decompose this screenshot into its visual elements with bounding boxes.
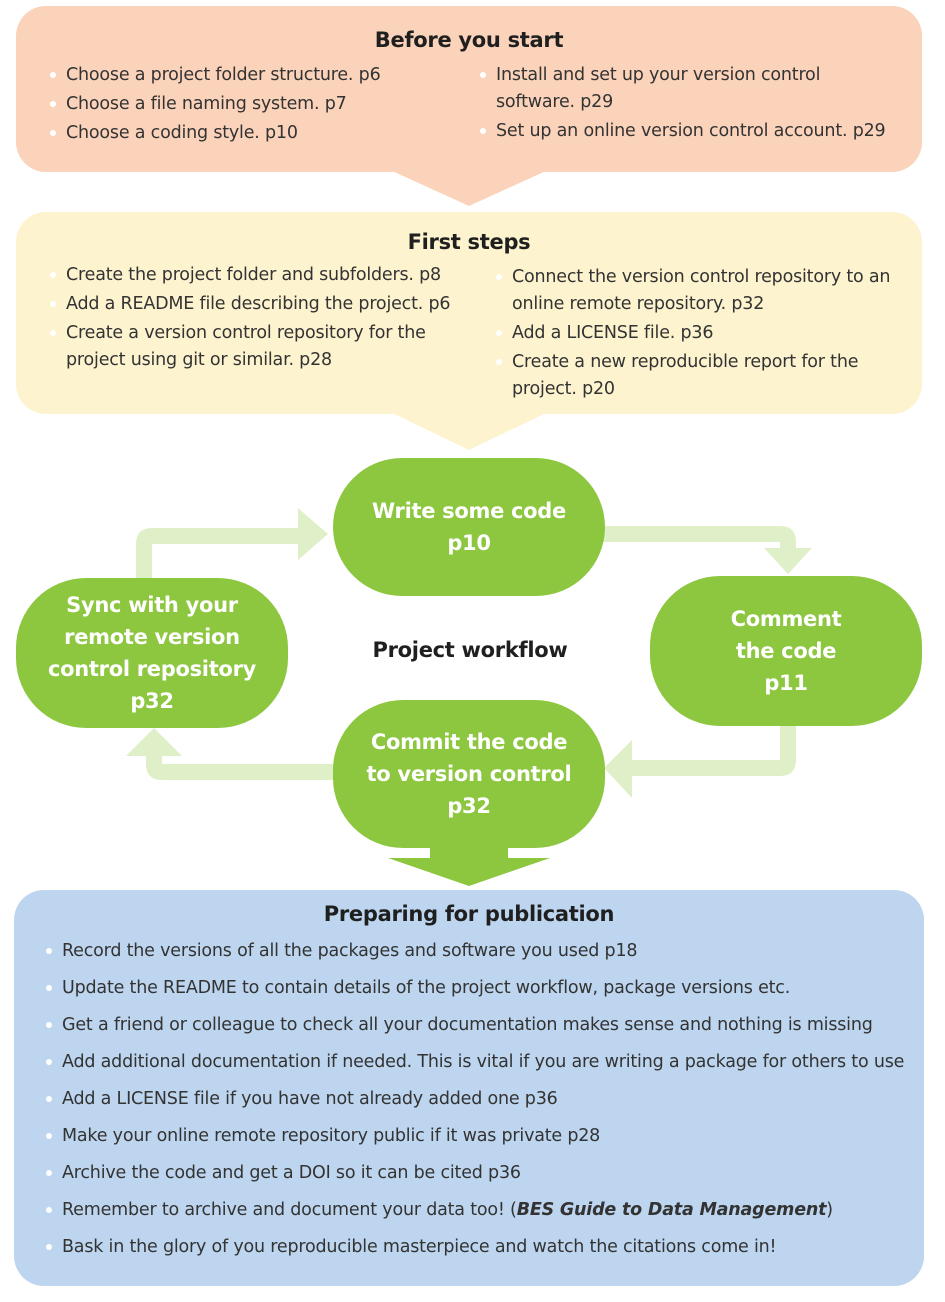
- before-you-start-panel: Before you start Choose a project folder…: [16, 6, 922, 172]
- bes-guide-reference: BES Guide to Data Management: [516, 1200, 827, 1220]
- write-code-node: Write some code p10: [333, 458, 605, 596]
- node-page-ref: p11: [764, 671, 808, 695]
- comment-code-node: Comment the code p11: [650, 576, 922, 726]
- arrow-sync-to-write: [136, 508, 328, 580]
- node-line: Sync with your: [66, 593, 238, 617]
- node-line: Commit the code: [370, 730, 568, 754]
- node-page-ref: p32: [130, 689, 174, 713]
- arrow-comment-to-commit: [604, 726, 796, 798]
- node-line: remote version: [64, 625, 240, 649]
- publication-list: Record the versions of all the packages …: [44, 938, 914, 1261]
- node-line: Write some code: [372, 499, 566, 523]
- before-right-list: Install and set up your version control …: [478, 62, 898, 145]
- before-you-start-title: Before you start: [374, 28, 564, 52]
- before-left-list: Choose a project folder structure. p6 Ch…: [48, 62, 458, 147]
- node-line: to version control: [366, 762, 572, 786]
- list-item: Add a README file describing the project…: [48, 291, 468, 318]
- first-steps-panel: First steps Create the project folder an…: [16, 212, 922, 414]
- arrow-before-to-first: [390, 170, 548, 206]
- remember-text: Remember to archive and document your da…: [62, 1200, 517, 1220]
- first-left-list: Create the project folder and subfolders…: [48, 262, 468, 374]
- list-item: Connect the version control repository t…: [494, 264, 904, 318]
- list-item: Record the versions of all the packages …: [44, 938, 914, 965]
- list-item: Set up an online version control account…: [478, 118, 898, 145]
- list-item: Choose a project folder structure. p6: [48, 62, 458, 89]
- arrow-commit-to-publication: [388, 848, 550, 886]
- list-item: Archive the code and get a DOI so it can…: [44, 1160, 914, 1187]
- publication-panel: Preparing for publication Record the ver…: [14, 890, 924, 1286]
- project-workflow-label: Project workflow: [372, 638, 568, 662]
- list-item: Create a version control repository for …: [48, 320, 468, 374]
- list-item: Create a new reproducible report for the…: [494, 349, 904, 403]
- node-page-ref: p10: [447, 531, 491, 555]
- node-line: the code: [735, 639, 837, 663]
- list-item: Add a LICENSE file if you have not alrea…: [44, 1086, 914, 1113]
- sync-repository-node: Sync with your remote version control re…: [16, 578, 288, 728]
- first-steps-title: First steps: [407, 230, 531, 254]
- arrow-write-to-comment: [600, 526, 812, 574]
- arrow-commit-to-sync: [126, 728, 334, 780]
- list-item: Get a friend or colleague to check all y…: [44, 1012, 914, 1039]
- list-item: Add a LICENSE file. p36: [494, 320, 904, 347]
- list-item: Make your online remote repository publi…: [44, 1123, 914, 1150]
- node-line: control repository: [47, 657, 257, 681]
- publication-title: Preparing for publication: [323, 902, 615, 926]
- commit-code-node: Commit the code to version control p32: [333, 700, 605, 848]
- list-item: Add additional documentation if needed. …: [44, 1049, 914, 1076]
- list-item: Remember to archive and document your da…: [44, 1197, 914, 1224]
- remember-suffix: ): [826, 1200, 833, 1220]
- arrow-first-to-write: [390, 412, 548, 450]
- list-item: Update the README to contain details of …: [44, 975, 914, 1002]
- first-right-list: Connect the version control repository t…: [494, 264, 904, 403]
- list-item: Choose a coding style. p10: [48, 120, 458, 147]
- node-line: Comment: [730, 607, 842, 631]
- node-page-ref: p32: [447, 794, 491, 818]
- list-item: Bask in the glory of you reproducible ma…: [44, 1234, 914, 1261]
- list-item: Create the project folder and subfolders…: [48, 262, 468, 289]
- list-item: Choose a file naming system. p7: [48, 91, 458, 118]
- list-item: Install and set up your version control …: [478, 62, 898, 116]
